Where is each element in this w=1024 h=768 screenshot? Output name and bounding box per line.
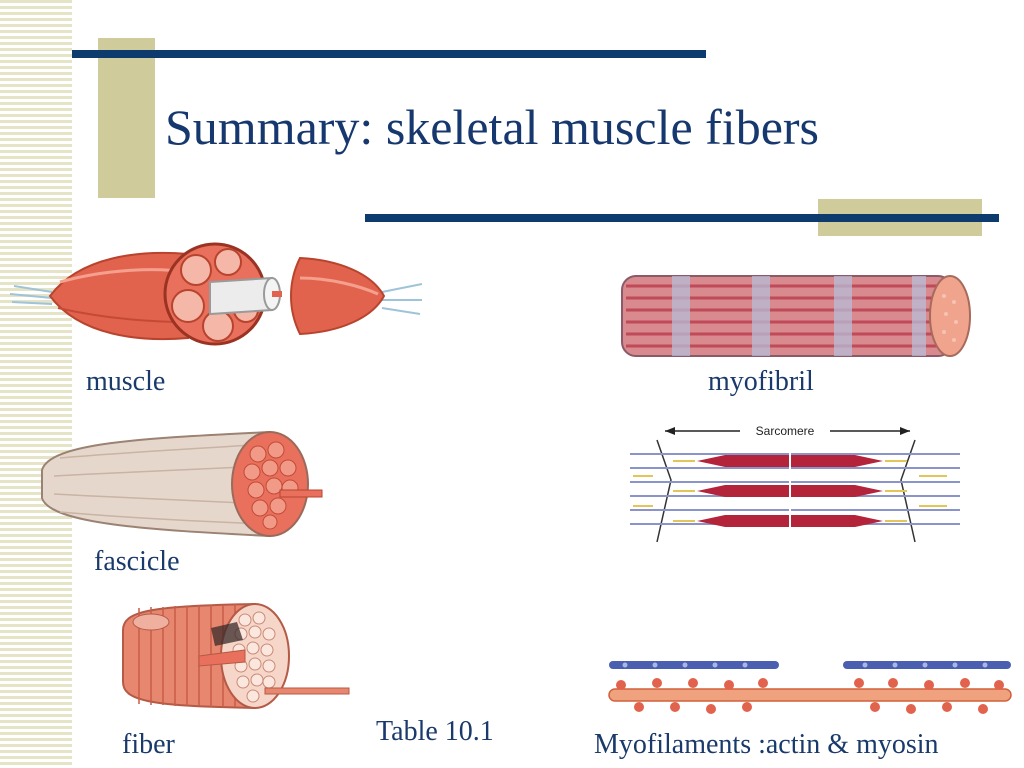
fascicle-illustration [41,430,323,538]
muscle-label: muscle [86,366,166,397]
table-reference: Table 10.1 [376,716,494,747]
myofibril-label: myofibril [708,366,814,397]
muscle-illustration [10,242,423,346]
sarcomere-illustration: Sarcomere [630,424,960,543]
striped-margin [0,0,72,768]
fiber-label: fiber [122,729,175,760]
fiber-illustration [122,602,350,710]
title-top-rule [72,50,706,58]
myofibril-illustration [621,275,971,357]
title-accent-block [98,38,155,198]
sarcomere-label: Sarcomere [756,424,815,438]
fascicle-label: fascicle [94,546,180,577]
title-bottom-rule [365,214,999,222]
slide-title: Summary: skeletal muscle fibers [165,99,820,155]
myofilaments-illustration [608,661,1012,714]
myofilaments-label: Myofilaments :actin & myosin [594,729,939,760]
